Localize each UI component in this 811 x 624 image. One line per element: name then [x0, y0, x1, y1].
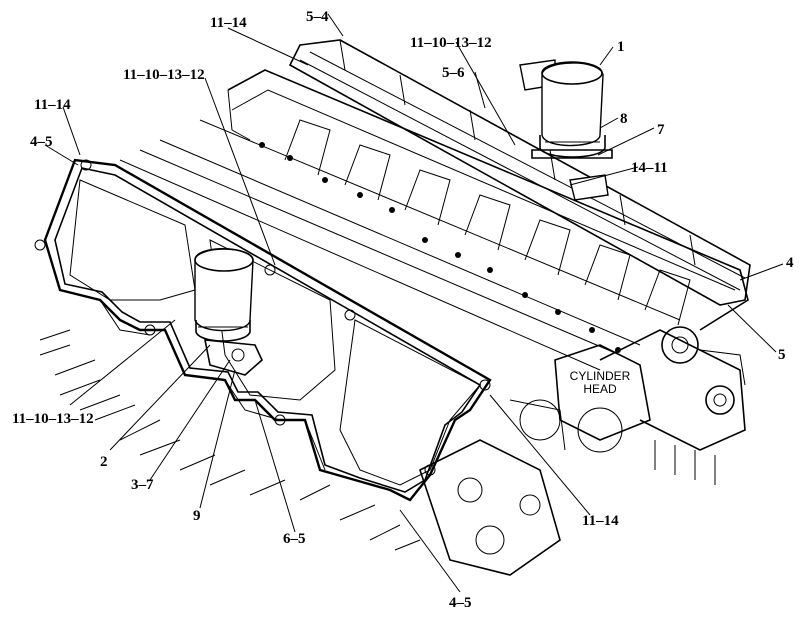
callouts: 1 8 7 14–11 4 5 5–4 5–6 11–10–13–12 11–1… — [12, 9, 794, 611]
leader-lines — [44, 13, 784, 593]
cylinder-head-label: CYLINDER HEAD — [570, 369, 631, 396]
callout-6-5: 6–5 — [283, 531, 306, 547]
callout-1: 1 — [617, 39, 625, 55]
breather-left — [194, 248, 263, 376]
callout-11-10-13-12-low: 11–10–13–12 — [12, 411, 94, 427]
callout-4-5-bottom: 4–5 — [449, 595, 472, 611]
cylinder-head-label-line1: CYLINDER — [570, 369, 631, 383]
callout-5-4: 5–4 — [306, 9, 329, 25]
callout-4-5-left: 4–5 — [30, 134, 53, 150]
callout-7: 7 — [657, 122, 665, 138]
callout-8: 8 — [620, 111, 628, 127]
callout-14-11: 14–11 — [631, 160, 668, 176]
callout-3-7: 3–7 — [131, 477, 154, 493]
callout-11-14-left: 11–14 — [34, 97, 71, 113]
callout-5-right: 5 — [778, 347, 786, 363]
callout-11-10-13-12-top: 11–10–13–12 — [410, 35, 492, 51]
callout-11-10-13-12-left: 11–10–13–12 — [123, 67, 205, 83]
left-valve-cover — [34, 158, 492, 502]
callout-11-14-right: 11–14 — [582, 513, 619, 529]
callout-11-14-top: 11–14 — [210, 15, 247, 31]
breather-top — [519, 59, 613, 159]
callout-9: 9 — [193, 508, 201, 524]
right-valve-cover — [288, 39, 751, 306]
callout-4-top: 4 — [786, 255, 794, 271]
callout-2: 2 — [100, 454, 108, 470]
cap-14-11 — [569, 174, 609, 201]
callout-5-6: 5–6 — [442, 65, 465, 81]
cylinder-head-label-line2: HEAD — [583, 382, 617, 396]
engine-block — [39, 69, 749, 576]
